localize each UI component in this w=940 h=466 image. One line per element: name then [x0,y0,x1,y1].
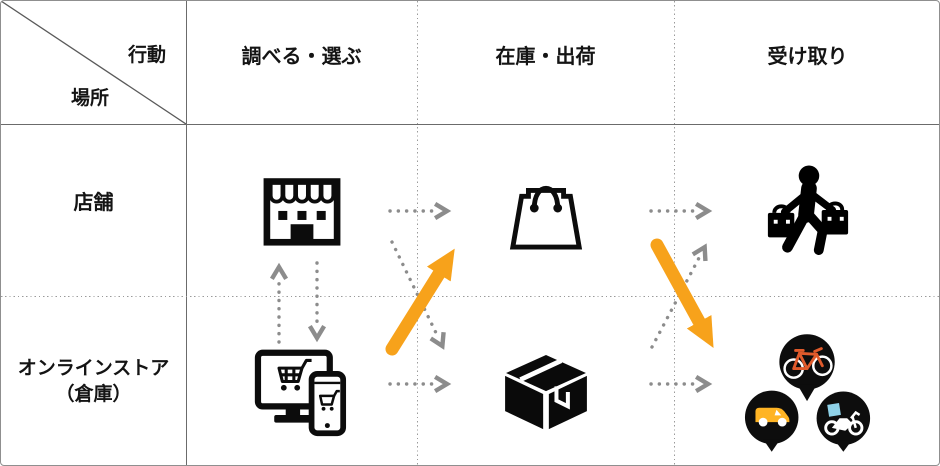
column-header-research-choose: 調べる・選ぶ [186,1,417,124]
row-header-label: 店舗 [73,191,114,214]
walking-shopper-icon [767,165,848,255]
corner-label-place: 場所 [71,88,110,109]
cell-store-stock [417,124,674,296]
column-header-label: 調べる・選ぶ [241,46,362,68]
cell-store-receive [674,124,939,296]
cell-online-stock [417,296,674,465]
delivery-van-icon [754,407,789,427]
cell-online-research [186,296,417,465]
corner-header-cell: 行動 場所 [1,1,186,124]
shopping-bag-icon [509,186,582,250]
motorcycle-icon [823,403,863,436]
online-shopping-devices-icon [254,349,346,436]
column-header-stock-ship: 在庫・出荷 [417,1,674,124]
storefront-icon [263,178,340,246]
corner-label-action: 行動 [128,45,167,66]
package-box-icon [504,354,587,429]
column-header-receive: 受け取り [674,1,939,124]
row-header-store: 店舗 [1,124,186,296]
column-header-label: 在庫・出荷 [495,46,596,68]
delivery-vehicles-bubbles-icon [744,334,870,452]
bicycle-icon [782,347,833,379]
row-header-online-store: オンラインストア （倉庫） [1,296,186,465]
diagonal-divider [1,1,186,124]
row-header-label-line2: （倉庫） [55,383,132,405]
row-header-label-line1: オンラインストア [17,357,170,379]
column-header-label: 受け取り [767,46,848,68]
cell-store-research [186,124,417,296]
cell-online-receive [674,296,939,465]
